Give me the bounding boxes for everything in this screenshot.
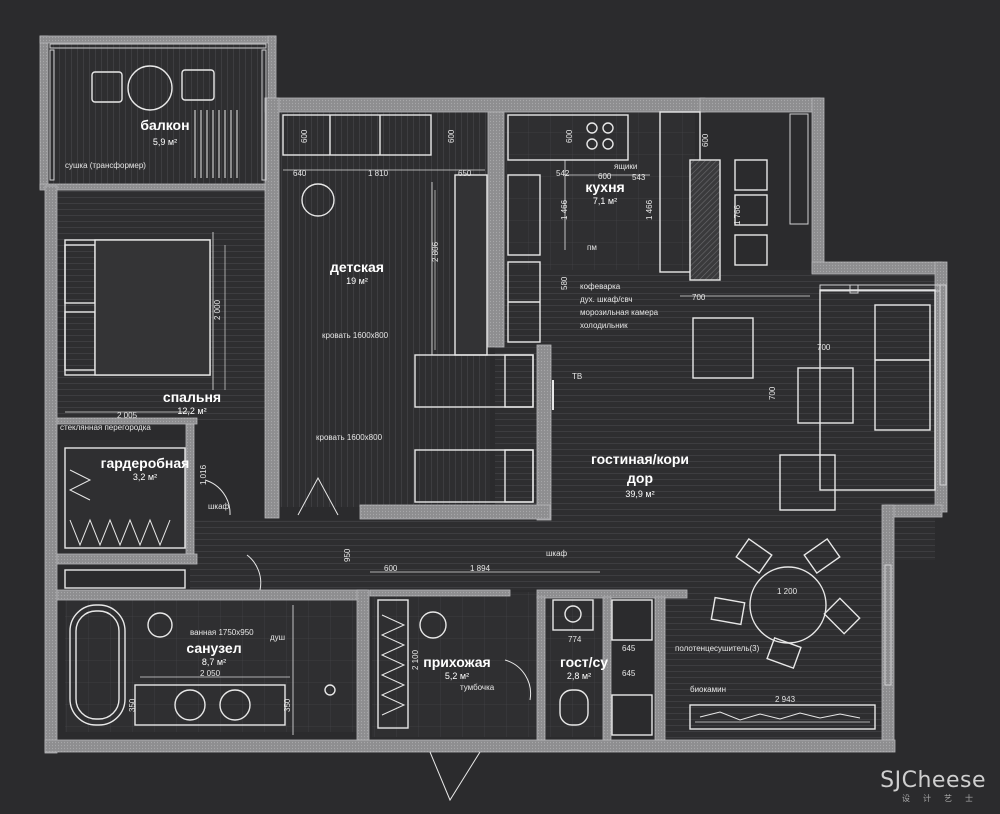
dim-2050: 2 050 [200, 669, 221, 678]
watermark: SJCheese 设计艺士 [880, 768, 986, 804]
dim-700-c: 700 [768, 386, 777, 400]
room-area-guest-wc: 2,8 м² [567, 671, 591, 681]
dim-1466-a: 1 466 [560, 199, 569, 220]
dimension-values: 600 600 600 600 600 640 1 810 650 2 806 … [117, 129, 831, 712]
dim-350-a: 350 [128, 698, 137, 712]
note-drawers: ящики [614, 162, 637, 171]
hall-furniture [64, 447, 653, 736]
balcony-furniture [91, 65, 238, 178]
dim-542: 542 [556, 169, 570, 178]
dim-700-b: 700 [817, 343, 831, 352]
walls [39, 35, 948, 754]
room-area-kitchen: 7,1 м² [593, 196, 617, 206]
floors [47, 42, 935, 740]
note-dryer: сушка (трансформер) [65, 161, 146, 170]
room-area-bathroom: 8,7 м² [202, 657, 226, 667]
note-glass-partition: стеклянная перегородка [60, 423, 151, 432]
note-cabinet: тумбочка [460, 683, 495, 692]
dim-1894: 1 894 [470, 564, 491, 573]
windows [49, 43, 947, 686]
room-name-balcony: балкон [140, 117, 189, 133]
room-area-bedroom: 12,2 м² [177, 406, 206, 416]
room-area-hall: 5,2 м² [445, 671, 469, 681]
note-closet-hall: шкаф [546, 549, 568, 558]
bathroom-furniture [69, 604, 336, 735]
bedroom-furniture [64, 232, 214, 390]
room-name-bathroom: санузел [186, 640, 241, 656]
dim-1766: 1 766 [733, 204, 742, 225]
dim-645-a: 645 [622, 644, 636, 653]
room-area-living: 39,9 м² [625, 489, 654, 499]
dim-600-d: 600 [384, 564, 398, 573]
dim-350-b: 350 [283, 698, 292, 712]
watermark-brand: SJCheese [880, 768, 986, 793]
dim-700-a: 700 [692, 293, 706, 302]
dim-600-f: 600 [701, 133, 710, 147]
note-towel-rail: полотенцесушитель(3) [675, 644, 760, 653]
note-dishwasher: пм [587, 243, 597, 252]
dim-2806: 2 806 [431, 241, 440, 262]
annotations: сушка (трансформер) кровать 1600x800 кро… [60, 161, 760, 694]
room-area-kids: 19 м² [346, 276, 368, 286]
dim-2100: 2 100 [411, 649, 420, 670]
dim-580: 580 [560, 276, 569, 290]
room-name-kitchen: кухня [585, 179, 624, 195]
kitchen-furniture [507, 111, 768, 343]
kids-furniture [282, 114, 534, 503]
living-furniture [552, 289, 936, 730]
room-name-bedroom: спальня [163, 389, 221, 405]
dim-640: 640 [293, 169, 307, 178]
dim-1810: 1 810 [368, 169, 389, 178]
note-closet-wardrobe: шкаф [208, 502, 230, 511]
dim-645-b: 645 [622, 669, 636, 678]
note-bed-2: кровать 1600x800 [316, 433, 383, 442]
dim-600-b: 600 [447, 129, 456, 143]
dim-1016: 1 016 [199, 464, 208, 485]
note-oven: дух. шкаф/свч [580, 295, 633, 304]
dim-1200: 1 200 [777, 587, 798, 596]
room-area-wardrobe: 3,2 м² [133, 472, 157, 482]
note-bath: ванная 1750x950 [190, 628, 254, 637]
dim-2943: 2 943 [775, 695, 796, 704]
dim-1466-b: 1 466 [645, 199, 654, 220]
note-fridge: холодильник [580, 321, 628, 330]
dim-950: 950 [343, 548, 352, 562]
room-name-kids: детская [330, 259, 384, 275]
watermark-sub: 设计艺士 [902, 794, 986, 803]
dim-650: 650 [458, 169, 472, 178]
room-name-living-1: гостиная/кори [591, 451, 689, 467]
room-labels: балкон 5,9 м² кухня 7,1 м² детская 19 м²… [101, 117, 689, 681]
note-bed-1: кровать 1600x800 [322, 331, 389, 340]
room-name-living-2: дор [627, 470, 653, 486]
doors [204, 476, 532, 802]
dim-2000: 2 000 [213, 299, 222, 320]
room-name-hall: прихожая [423, 654, 490, 670]
dimension-lines [65, 169, 870, 723]
note-tv: ТВ [572, 372, 582, 381]
dim-543: 543 [632, 173, 646, 182]
note-coffee-machine: кофеварка [580, 282, 621, 291]
dim-2005: 2 005 [117, 411, 138, 420]
dim-600-c: 600 [565, 129, 574, 143]
room-name-wardrobe: гардеробная [101, 455, 190, 471]
dim-774: 774 [568, 635, 582, 644]
note-shower: душ [270, 633, 285, 642]
note-fireplace: биокамин [690, 685, 726, 694]
note-freezer: морозильная камера [580, 308, 659, 317]
room-area-balcony: 5,9 м² [153, 137, 177, 147]
dim-600-e: 600 [598, 172, 612, 181]
dim-600-a: 600 [300, 129, 309, 143]
room-name-guest-wc: гост/су [560, 654, 608, 670]
